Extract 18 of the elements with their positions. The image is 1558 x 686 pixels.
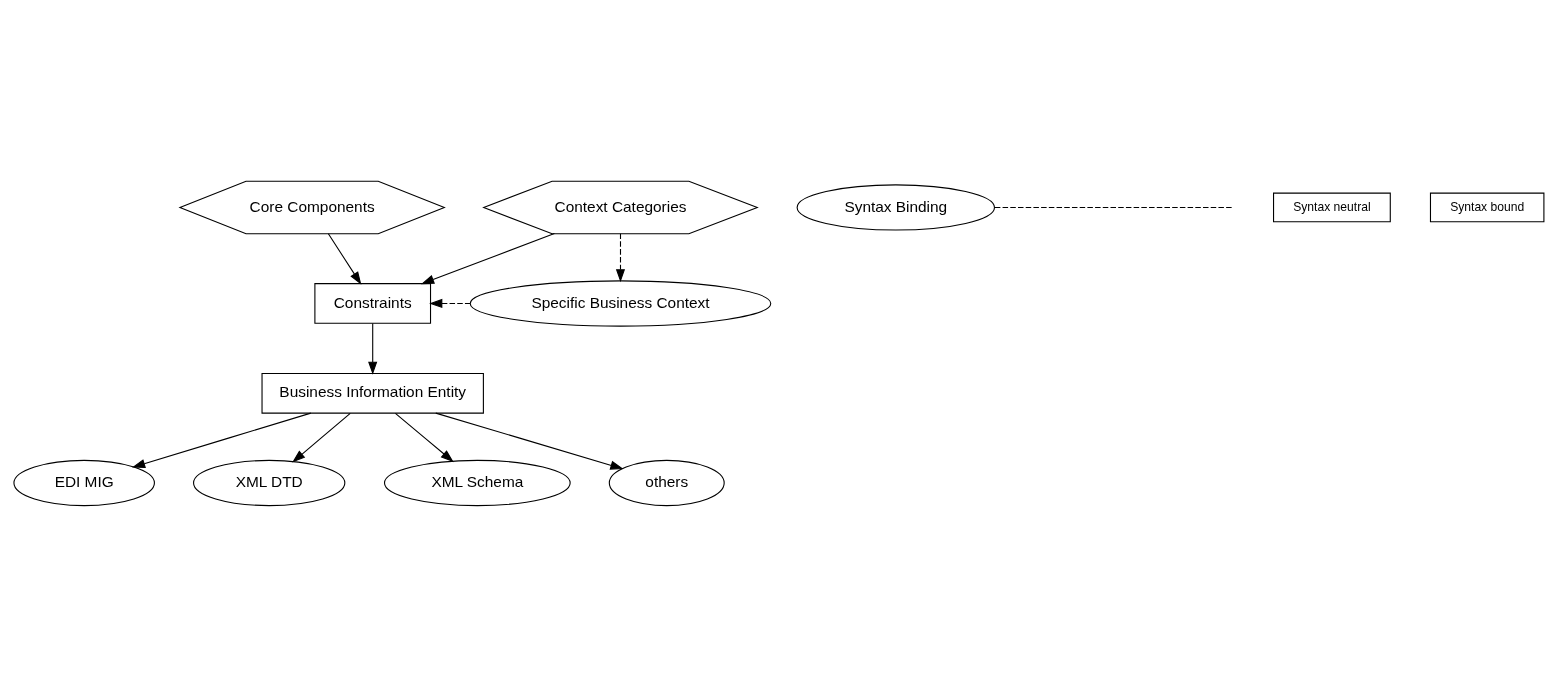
node-ellipse: Syntax Binding [796, 183, 996, 231]
node-box: Syntax bound [1429, 192, 1545, 222]
arrow [368, 322, 378, 375]
node-ellipse: XML Schema [383, 459, 571, 506]
arrow [327, 232, 362, 285]
arrow [420, 232, 555, 284]
arrow [292, 412, 351, 462]
node-box: Constraints [314, 282, 432, 324]
node-ellipse: Specific Business Context [469, 279, 772, 327]
connector [994, 206, 1233, 208]
arrow [435, 412, 624, 470]
arrow [615, 232, 626, 282]
node-box: Business Information Entity [261, 372, 484, 414]
arrow [131, 412, 312, 468]
node-ellipse: XML DTD [193, 459, 346, 506]
arrow [394, 412, 454, 462]
arrow [429, 298, 471, 308]
node-box: Syntax neutral [1273, 192, 1391, 222]
